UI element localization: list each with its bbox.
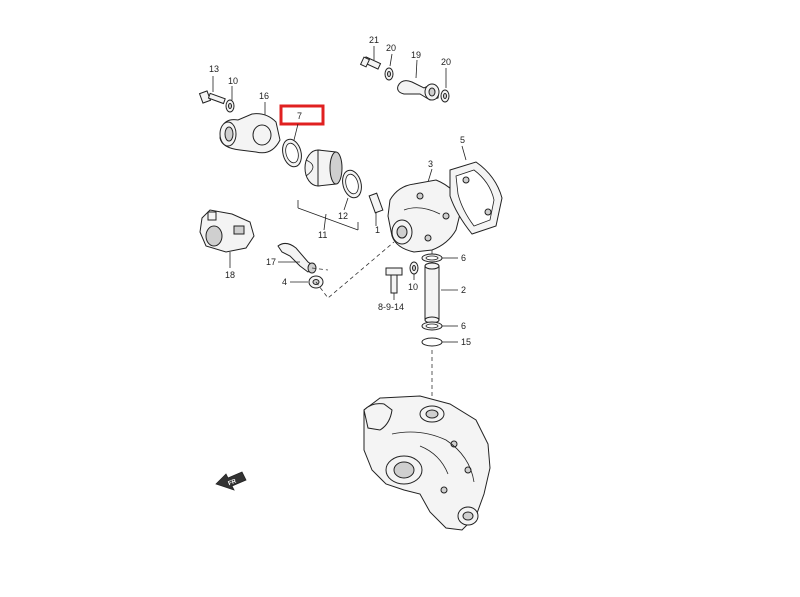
- o-ring-6-lower: [421, 321, 458, 331]
- label-8-9-14: 8-9-14: [378, 302, 404, 312]
- washer-20-right: [440, 68, 450, 103]
- label-19: 19: [411, 50, 421, 60]
- label-4: 4: [282, 277, 287, 287]
- bolt-8-9-14: [385, 267, 403, 300]
- thermostat: [304, 149, 343, 187]
- union-bolt-19: [397, 59, 440, 101]
- water-pump-body: [363, 395, 491, 531]
- label-20-right: 20: [441, 57, 451, 67]
- thermostat-cap-16: [219, 102, 281, 154]
- label-11: 11: [318, 230, 327, 240]
- label-15: 15: [461, 337, 471, 347]
- label-12: 12: [338, 211, 348, 221]
- label-21: 21: [369, 35, 379, 45]
- label-3: 3: [428, 159, 433, 169]
- bolt-21: [359, 46, 382, 70]
- label-2: 2: [461, 285, 466, 295]
- label-18: 18: [225, 270, 235, 280]
- o-ring-6-upper: [421, 253, 458, 263]
- guide-line-17: [311, 267, 329, 271]
- label-6-lower: 6: [461, 321, 466, 331]
- sensor-1: [368, 192, 384, 226]
- o-ring-15: [421, 337, 458, 347]
- label-6-upper: 6: [461, 253, 466, 263]
- washer-20-left: [384, 53, 394, 81]
- gasket-7: [282, 123, 302, 168]
- label-5: 5: [460, 135, 465, 145]
- washer-10-lower: [409, 261, 419, 280]
- bracket-11: [297, 200, 359, 231]
- label-17: 17: [266, 257, 276, 267]
- gasket-5: [449, 145, 503, 235]
- thermostat-housing-3: [387, 168, 463, 253]
- highlight-box-7[interactable]: [279, 104, 325, 126]
- label-10-upper: 10: [228, 76, 238, 86]
- water-pipe-2: [424, 262, 458, 324]
- o-ring-12: [342, 169, 362, 211]
- washer-10-upper: [225, 86, 235, 113]
- label-13: 13: [209, 64, 219, 74]
- label-16: 16: [259, 91, 269, 101]
- bolt-13: [198, 76, 226, 105]
- front-arrow-icon: FR: [215, 471, 247, 491]
- label-7: 7: [297, 111, 302, 121]
- guide-line-4: [315, 241, 395, 299]
- washer-4: [290, 275, 324, 289]
- bracket-18: [199, 209, 255, 268]
- label-20-left: 20: [386, 43, 396, 53]
- label-1: 1: [375, 225, 380, 235]
- hose-fitting-17: [277, 242, 317, 274]
- front-arrow-label: FR: [228, 478, 238, 487]
- label-10-lower: 10: [408, 282, 418, 292]
